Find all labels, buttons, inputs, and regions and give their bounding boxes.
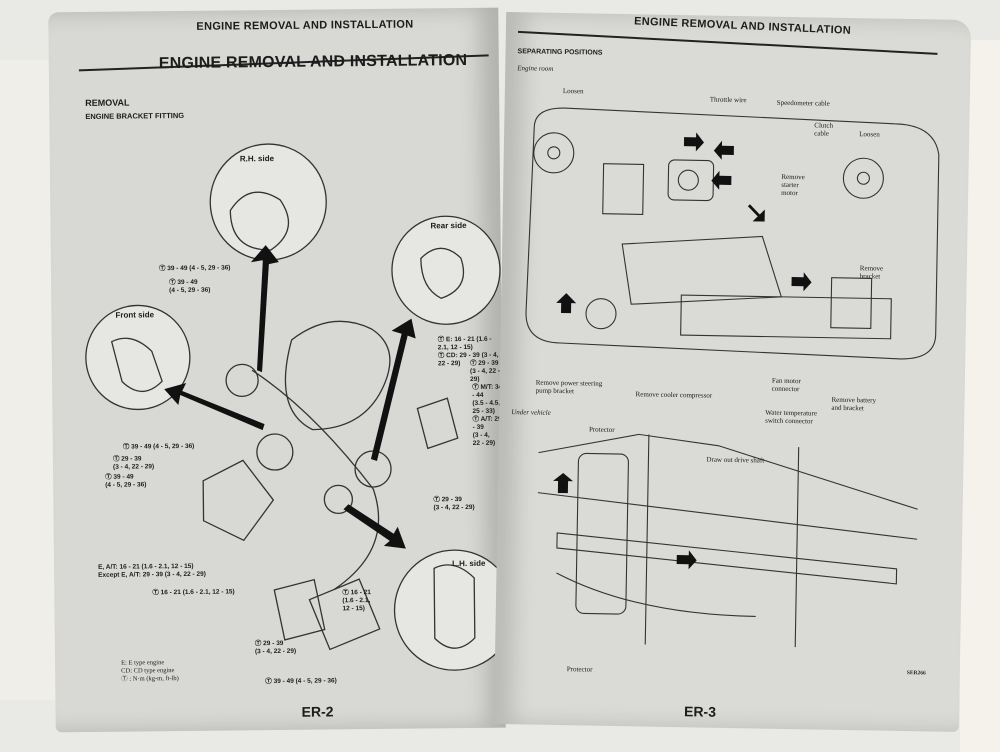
diagram-label: Clutch cable bbox=[814, 121, 834, 138]
front-side-callout-circle bbox=[85, 304, 191, 411]
diagram-label: Loosen bbox=[859, 130, 880, 139]
torque-label: Ⓣ 29 - 39 (3 - 4, 22 - 29) bbox=[254, 639, 297, 656]
diagram-label: Loosen bbox=[562, 86, 584, 96]
torque-label: Ⓣ 29 - 39 (3 - 4, 22 - 29) bbox=[469, 359, 501, 383]
diagram-label: Draw out drive shaft bbox=[706, 455, 765, 465]
page-number: ER-3 bbox=[683, 703, 717, 720]
torque-label: Ⓣ 39 - 49 (4 - 5, 29 - 36) bbox=[169, 278, 211, 295]
diagram-label: Throttle wire bbox=[709, 95, 747, 105]
left-page: ENGINE REMOVAL AND INSTALLATION ENGINE R… bbox=[48, 7, 516, 733]
torque-label: Ⓣ 39 - 49 (4 - 5, 29 - 36) bbox=[105, 473, 147, 489]
diagram-label: Protector bbox=[588, 425, 615, 434]
right-page: ENGINE REMOVAL AND INSTALLATION SEPARATI… bbox=[493, 11, 972, 733]
diagram-label: Protector bbox=[566, 665, 593, 674]
legend: E: E type engine CD: CD type engine Ⓣ : … bbox=[121, 659, 179, 683]
torque-label: Ⓣ 29 - 39 (3 - 4, 22 - 29) bbox=[433, 496, 475, 512]
callout-label: Front side bbox=[115, 310, 155, 320]
diagram-label: Remove bracket bbox=[859, 264, 884, 281]
diagram-label: Remove power steering pump bracket bbox=[535, 378, 603, 396]
diagram-label: Speedometer cable bbox=[776, 98, 830, 108]
under-vehicle-heading: Under vehicle bbox=[511, 408, 551, 417]
callout-label: R.H. side bbox=[239, 154, 275, 164]
figure-id: SER266 bbox=[906, 670, 926, 677]
diagram-label: Fan motor connector bbox=[771, 376, 801, 394]
torque-label: Ⓣ 16 - 21 (1.6 - 2.1, 12 - 15) bbox=[342, 589, 371, 613]
torque-label: Ⓣ 16 - 21 (1.6 - 2.1, 12 - 15) bbox=[152, 588, 235, 597]
callout-label: Rear side bbox=[430, 221, 467, 231]
torque-label: Ⓣ 29 - 39 (3 - 4, 22 - 29) bbox=[112, 455, 155, 471]
separating-positions-diagram bbox=[525, 107, 940, 648]
diagram-label: Remove cooler compressor bbox=[635, 390, 713, 400]
torque-label: Ⓣ 39 - 49 (4 - 5, 29 - 36) bbox=[122, 442, 195, 451]
rear-side-callout-circle bbox=[391, 215, 501, 325]
diagram-label: Remove battery and bracket bbox=[831, 395, 877, 413]
diagram-label: Water temperature switch connector bbox=[765, 408, 818, 426]
page-number: ER-2 bbox=[301, 703, 334, 720]
torque-label: E, A/T: 16 - 21 (1.6 - 2.1, 12 - 15) Exc… bbox=[98, 562, 206, 579]
torque-label: Ⓣ 39 - 49 (4 - 5, 29 - 36) bbox=[265, 677, 337, 686]
engine-bracket-diagram bbox=[85, 143, 516, 671]
torque-label: Ⓣ 39 - 49 (4 - 5, 29 - 36) bbox=[158, 264, 231, 273]
diagram-label: Remove starter motor bbox=[781, 172, 805, 198]
callout-label: L.H. side bbox=[451, 558, 486, 569]
